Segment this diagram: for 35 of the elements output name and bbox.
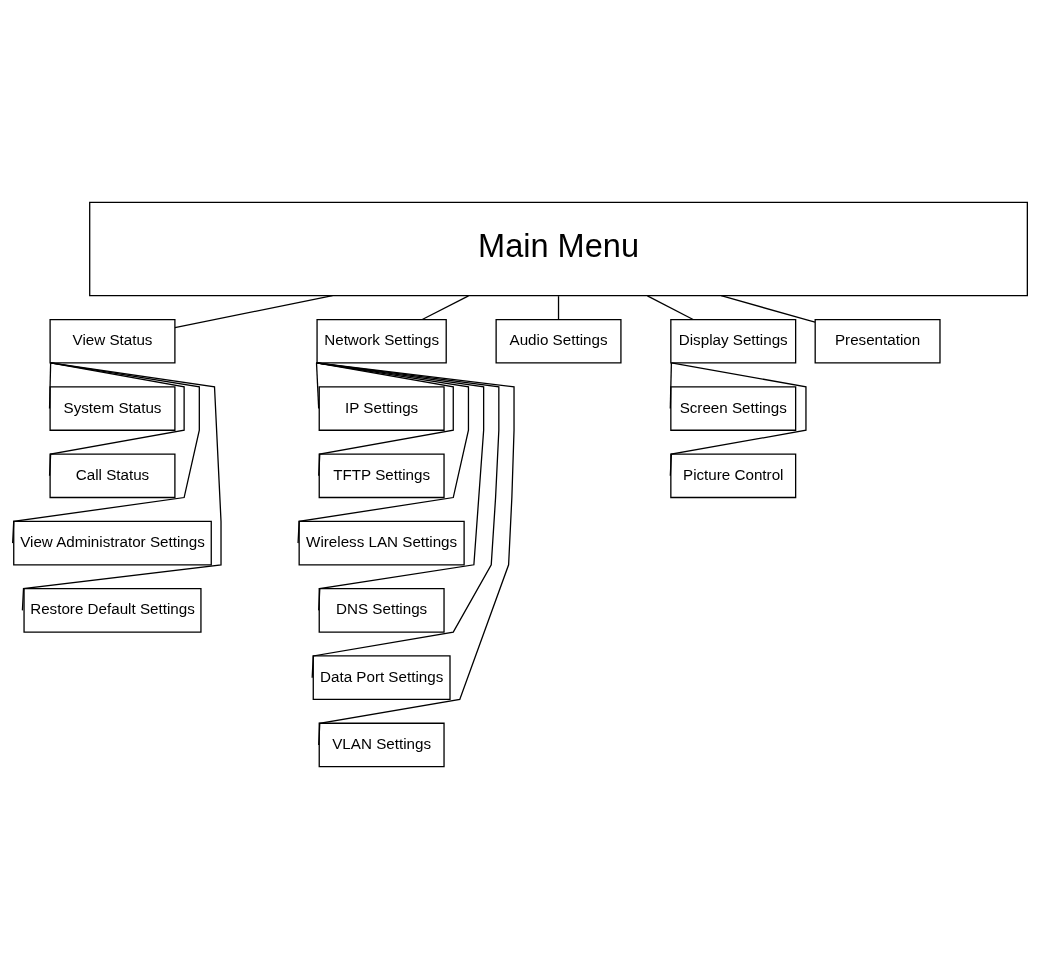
node-box: View Administrator Settings: [13, 520, 212, 565]
node-box: Call Status: [49, 452, 176, 498]
connector: [646, 294, 694, 320]
node-box: IP Settings: [318, 385, 445, 431]
connector: [720, 294, 816, 323]
connector: [48, 361, 52, 409]
connector: [669, 361, 673, 409]
connector: [12, 361, 200, 544]
connector: [315, 361, 320, 409]
connector: [315, 361, 485, 611]
node-box: View Status: [49, 318, 176, 364]
connector: [297, 361, 470, 544]
node-box: Main Menu: [89, 201, 1028, 296]
node-box: Audio Settings: [495, 318, 622, 364]
node-box: DNS Settings: [318, 587, 445, 633]
node-box: Network Settings: [316, 318, 447, 364]
node-box: Presentation: [814, 318, 941, 364]
connector: [21, 361, 222, 611]
node-box: System Status: [49, 385, 176, 431]
node-box: Wireless LAN Settings: [298, 520, 465, 565]
node-box: Screen Settings: [670, 385, 797, 431]
node-box: VLAN Settings: [318, 722, 445, 767]
connector: [557, 295, 560, 320]
connector: [315, 361, 515, 746]
node-box: TFTP Settings: [318, 452, 445, 498]
connector: [669, 361, 807, 476]
node-box: Data Port Settings: [312, 654, 451, 700]
connector: [311, 361, 500, 678]
connector: [48, 361, 185, 476]
node-box: Display Settings: [670, 318, 797, 364]
connector: [315, 361, 454, 476]
connector: [421, 294, 470, 320]
connector: [174, 294, 334, 328]
node-box: Picture Control: [670, 452, 797, 498]
node-box: Restore Default Settings: [23, 587, 202, 633]
